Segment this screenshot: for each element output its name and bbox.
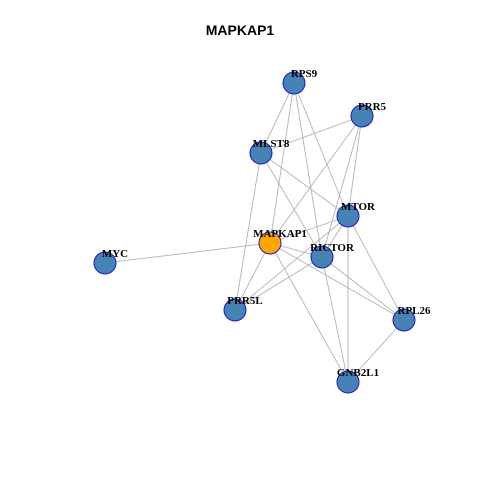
- node-label-gnb2l1: GNB2L1: [337, 367, 379, 379]
- edge-mlst8-prr5l: [234, 152, 262, 311]
- edge-mapkap1-rpl26: [269, 242, 405, 321]
- edge-mtor-rpl26: [347, 215, 405, 321]
- edge-rpl26-gnb2l1: [347, 319, 405, 383]
- edge-prr5-mlst8: [260, 115, 363, 154]
- edge-mtor-prr5l: [234, 215, 349, 311]
- node-label-mlst8: MLST8: [253, 138, 290, 150]
- edge-mapkap1-gnb2l1: [269, 242, 349, 383]
- edge-mlst8-mtor: [260, 152, 349, 217]
- node-label-mtor: MTOR: [341, 201, 376, 213]
- edge-mtor-mapkap1: [269, 215, 349, 244]
- node-label-rpl26: RPL26: [398, 305, 432, 317]
- edge-prr5-rictor: [321, 115, 363, 258]
- node-mlst8: [249, 141, 273, 165]
- graph-title: MAPKAP1: [205, 22, 275, 38]
- edge-rps9-mapkap1: [269, 82, 295, 244]
- edge-mlst8-rictor: [260, 152, 323, 258]
- node-rps9: [282, 71, 306, 95]
- node-myc: [93, 251, 117, 275]
- edge-rps9-rictor: [293, 82, 323, 258]
- edge-rictor-prr5l: [234, 256, 323, 311]
- node-label-mapkap1: MAPKAP1: [253, 228, 307, 240]
- edge-rictor-gnb2l1: [321, 256, 349, 383]
- edge-mapkap1-myc: [104, 242, 271, 264]
- node-layer: [93, 71, 416, 394]
- node-prr5: [350, 104, 374, 128]
- edge-rps9-mlst8: [260, 82, 295, 154]
- edge-prr5-mapkap1: [269, 115, 363, 244]
- node-label-rps9: RPS9: [291, 68, 318, 80]
- node-mapkap1: [258, 231, 282, 255]
- node-rictor: [310, 245, 334, 269]
- node-gnb2l1: [336, 370, 360, 394]
- edge-rps9-mtor: [293, 82, 349, 217]
- edge-rictor-rpl26: [321, 256, 405, 321]
- node-prr5l: [223, 298, 247, 322]
- node-mtor: [336, 204, 360, 228]
- node-rpl26: [392, 308, 416, 332]
- node-label-prr5l: PRR5L: [227, 295, 262, 307]
- node-label-myc: MYC: [102, 248, 128, 260]
- edge-mapkap1-prr5l: [234, 242, 271, 311]
- node-label-rictor: RICTOR: [310, 242, 355, 254]
- node-label-prr5: PRR5: [358, 101, 387, 113]
- edge-prr5-mtor: [347, 115, 363, 217]
